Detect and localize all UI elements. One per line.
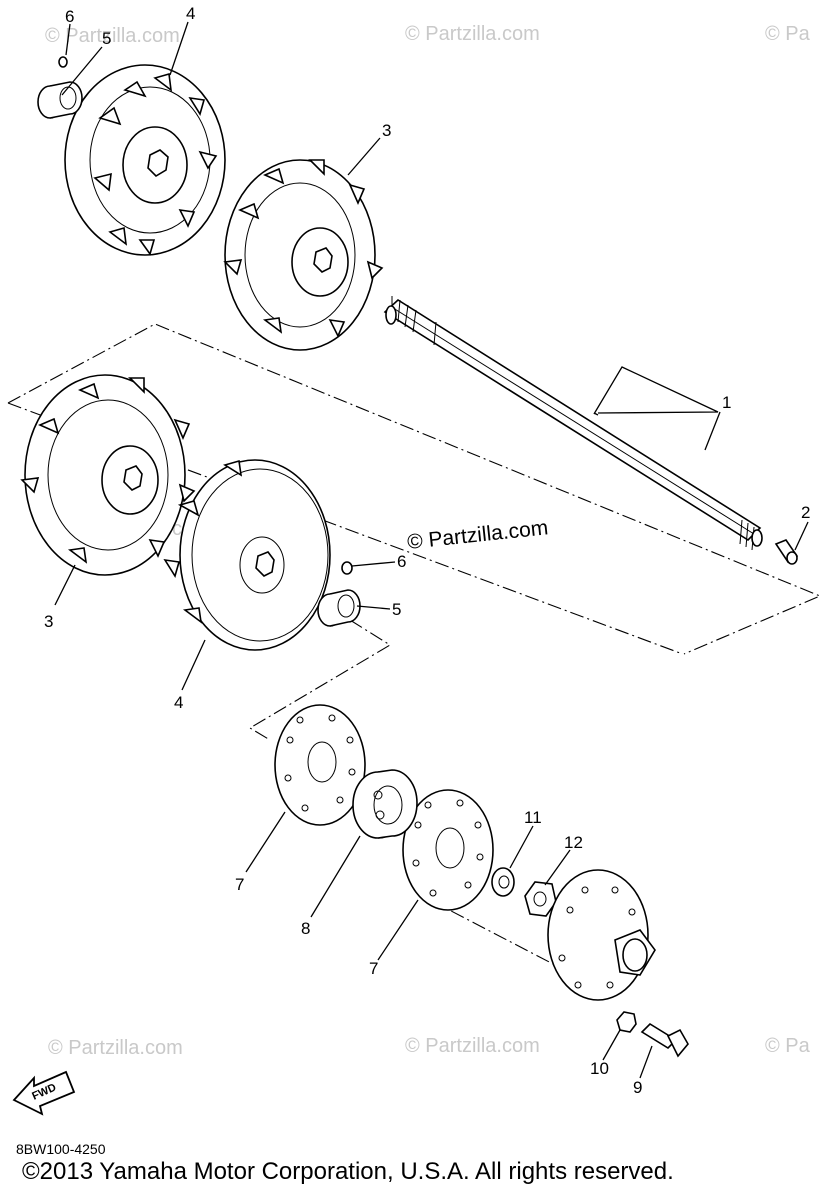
leader-9 bbox=[639, 1045, 653, 1079]
sprocket-part-3-lower bbox=[20, 374, 196, 576]
shaft-part-1 bbox=[383, 296, 763, 551]
fwd-arrow-icon: FWD bbox=[12, 1070, 76, 1116]
copyright-notice: ©2013 Yamaha Motor Corporation, U.S.A. A… bbox=[22, 1158, 674, 1185]
leader-11 bbox=[509, 825, 534, 869]
leader-12 bbox=[544, 849, 571, 886]
set-screw-part-6-lower bbox=[341, 561, 353, 575]
leader-6-upper bbox=[65, 23, 71, 56]
washer-part-11 bbox=[491, 867, 515, 897]
callout-9: 9 bbox=[633, 1078, 642, 1097]
bolt-part-9 bbox=[640, 1022, 689, 1058]
leader-7-upper bbox=[245, 811, 286, 873]
leader-3-lower bbox=[54, 564, 76, 606]
plate-part-7-upper bbox=[274, 704, 366, 826]
collar-part-5-upper bbox=[37, 81, 83, 119]
callout-3-lower: 3 bbox=[44, 612, 53, 631]
watermark-bottom-center: © Partzilla.com bbox=[405, 1035, 540, 1057]
watermark-bottom-left: © Partzilla.com bbox=[48, 1037, 183, 1059]
assembly-outline-upper bbox=[7, 323, 822, 655]
flange-hub bbox=[547, 869, 656, 1001]
callout-12: 12 bbox=[564, 833, 583, 852]
leader-4-lower bbox=[181, 639, 206, 691]
bearing-part-8 bbox=[352, 769, 418, 839]
leader-2 bbox=[794, 521, 809, 551]
watermark-center: © Partzilla.com bbox=[406, 516, 549, 554]
leader-8 bbox=[310, 835, 361, 918]
leader-3-upper bbox=[347, 137, 381, 176]
watermark-top-center: © Partzilla.com bbox=[405, 23, 540, 45]
leader-1 bbox=[593, 366, 719, 415]
leader-10 bbox=[602, 1029, 621, 1061]
bolt-part-2 bbox=[774, 539, 799, 565]
watermark-bottom-right: © Pa bbox=[765, 1035, 811, 1057]
plate-part-7-lower bbox=[402, 789, 494, 911]
callout-6-upper: 6 bbox=[65, 7, 74, 26]
callout-5-upper: 5 bbox=[102, 29, 111, 48]
leader-6-lower bbox=[351, 561, 396, 567]
leader-4-upper bbox=[169, 21, 189, 76]
callout-4-lower: 4 bbox=[174, 693, 183, 712]
leader-5-lower bbox=[356, 605, 391, 610]
callout-6-lower: 6 bbox=[397, 552, 406, 571]
callout-5-lower: 5 bbox=[392, 600, 401, 619]
set-screw-part-6-upper bbox=[58, 56, 68, 68]
sprocket-part-4-lower bbox=[163, 459, 331, 651]
collar-part-5-lower bbox=[317, 589, 361, 627]
assembly-outline-bearing bbox=[248, 619, 392, 741]
watermark-top-right: © Pa bbox=[765, 23, 811, 45]
callout-10: 10 bbox=[590, 1059, 609, 1078]
callout-11: 11 bbox=[524, 808, 542, 827]
sprocket-part-4-upper bbox=[64, 64, 226, 256]
callout-1: 1 bbox=[722, 393, 731, 412]
leader-5-upper bbox=[61, 46, 103, 96]
callout-7-upper: 7 bbox=[235, 875, 244, 894]
callout-8: 8 bbox=[301, 919, 310, 938]
callout-2: 2 bbox=[801, 503, 810, 522]
watermark-top-left: © Partzilla.com bbox=[45, 25, 180, 47]
diagram-code: 8BW100-4250 bbox=[16, 1141, 106, 1157]
sprocket-part-3-upper bbox=[223, 159, 384, 351]
leader-7-lower bbox=[377, 899, 419, 961]
callout-3-upper: 3 bbox=[382, 121, 391, 140]
callout-7-lower: 7 bbox=[369, 959, 378, 978]
nut-part-10 bbox=[616, 1011, 637, 1033]
callout-4-upper: 4 bbox=[186, 4, 195, 23]
